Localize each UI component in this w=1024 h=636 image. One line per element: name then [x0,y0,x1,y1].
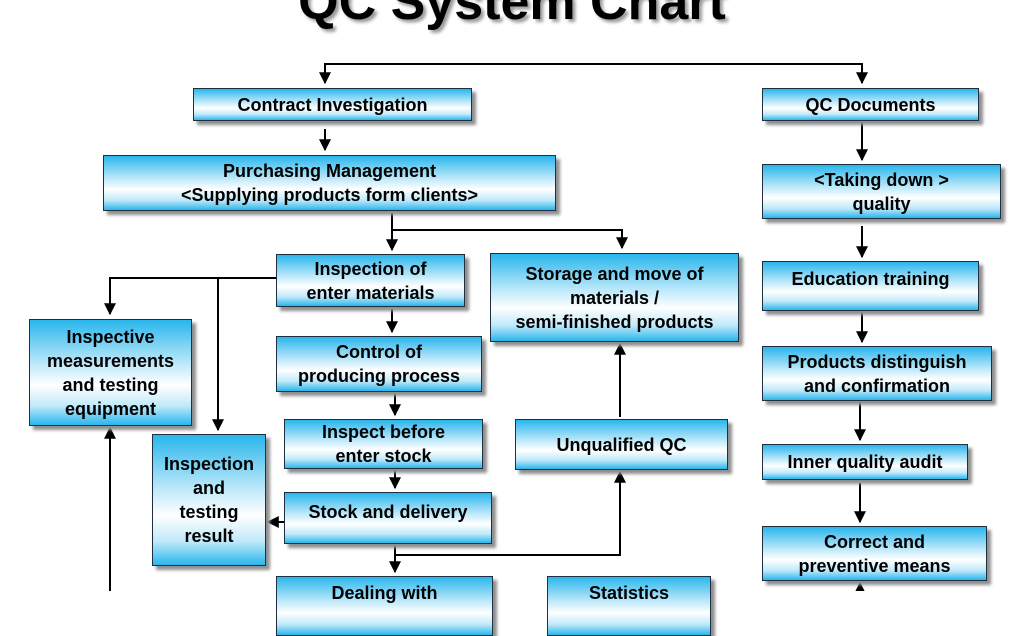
box-text: Inspect before [321,422,446,442]
box-text: Stock and delivery [308,502,468,522]
box-text: and testing [62,374,159,395]
box-text: equipment [64,398,156,419]
inspect-before-stock-box: Inspect before enter stock [284,419,483,469]
box-text: enter stock [335,446,432,466]
box-text: Inspection of [314,258,427,279]
box-text: testing [179,502,239,522]
box-text: preventive means [798,555,951,576]
box-text: measurements [46,350,175,371]
connector-to-inspective-equipment [104,277,276,316]
purchasing-management-box: Purchasing Management <Supplying product… [103,155,556,211]
box-text: Statistics [588,583,670,603]
connector-purchasing-split [391,213,628,250]
box-text: QC Documents [805,94,936,115]
storage-move-box: Storage and move of materials / semi-fin… [490,253,739,342]
box-text: Contract Investigation [237,94,428,115]
box-text: Education training [791,269,950,289]
control-producing-process-box: Control of producing process [276,336,482,392]
box-text: <Supplying products form clients> [180,185,479,205]
box-text: semi-finished products [515,311,714,332]
box-text: and [192,478,225,498]
box-text: result [184,526,234,546]
taking-down-quality-box: <Taking down > quality [762,164,1001,219]
unqualified-qc-box: Unqualified QC [515,419,728,470]
box-text: Unqualified QC [556,434,687,455]
box-text: materials / [569,287,660,308]
box-text: enter materials [306,282,435,303]
products-distinguish-box: Products distinguish and confirmation [762,346,992,401]
contract-investigation-box: Contract Investigation [193,88,472,121]
qc-documents-box: QC Documents [762,88,979,121]
education-training-box: Education training [762,261,979,311]
connector-lines [104,63,868,591]
box-text: Inspective [66,326,155,347]
box-text: producing process [297,366,461,386]
box-text: and confirmation [803,375,950,396]
box-text: Inspection [163,454,254,474]
box-text: Storage and move of [525,263,704,284]
box-text: Products distinguish [787,351,967,372]
box-text: Correct and [823,531,926,552]
stock-delivery-box: Stock and delivery [284,492,492,544]
box-text: Inner quality audit [787,452,943,472]
inspection-testing-result-box: Inspection and testing result [152,434,266,566]
statistics-box: Statistics [547,576,711,636]
box-text: quality [852,193,911,214]
inner-quality-audit-box: Inner quality audit [762,444,968,480]
inspection-enter-materials-box: Inspection of enter materials [276,254,465,307]
connector-top-split [319,63,868,85]
box-text: Purchasing Management [222,161,437,181]
dealing-with-box: Dealing with [276,576,493,636]
box-text: Dealing with [331,583,438,603]
inspective-equipment-box: Inspective measurements and testing equi… [29,319,192,426]
box-text: Control of [336,342,422,362]
connector-stock-to-unqualified [394,470,626,556]
correct-preventive-box: Correct and preventive means [762,526,987,581]
box-text: <Taking down > [814,169,949,190]
chart-title: QC System Chart [298,0,726,31]
